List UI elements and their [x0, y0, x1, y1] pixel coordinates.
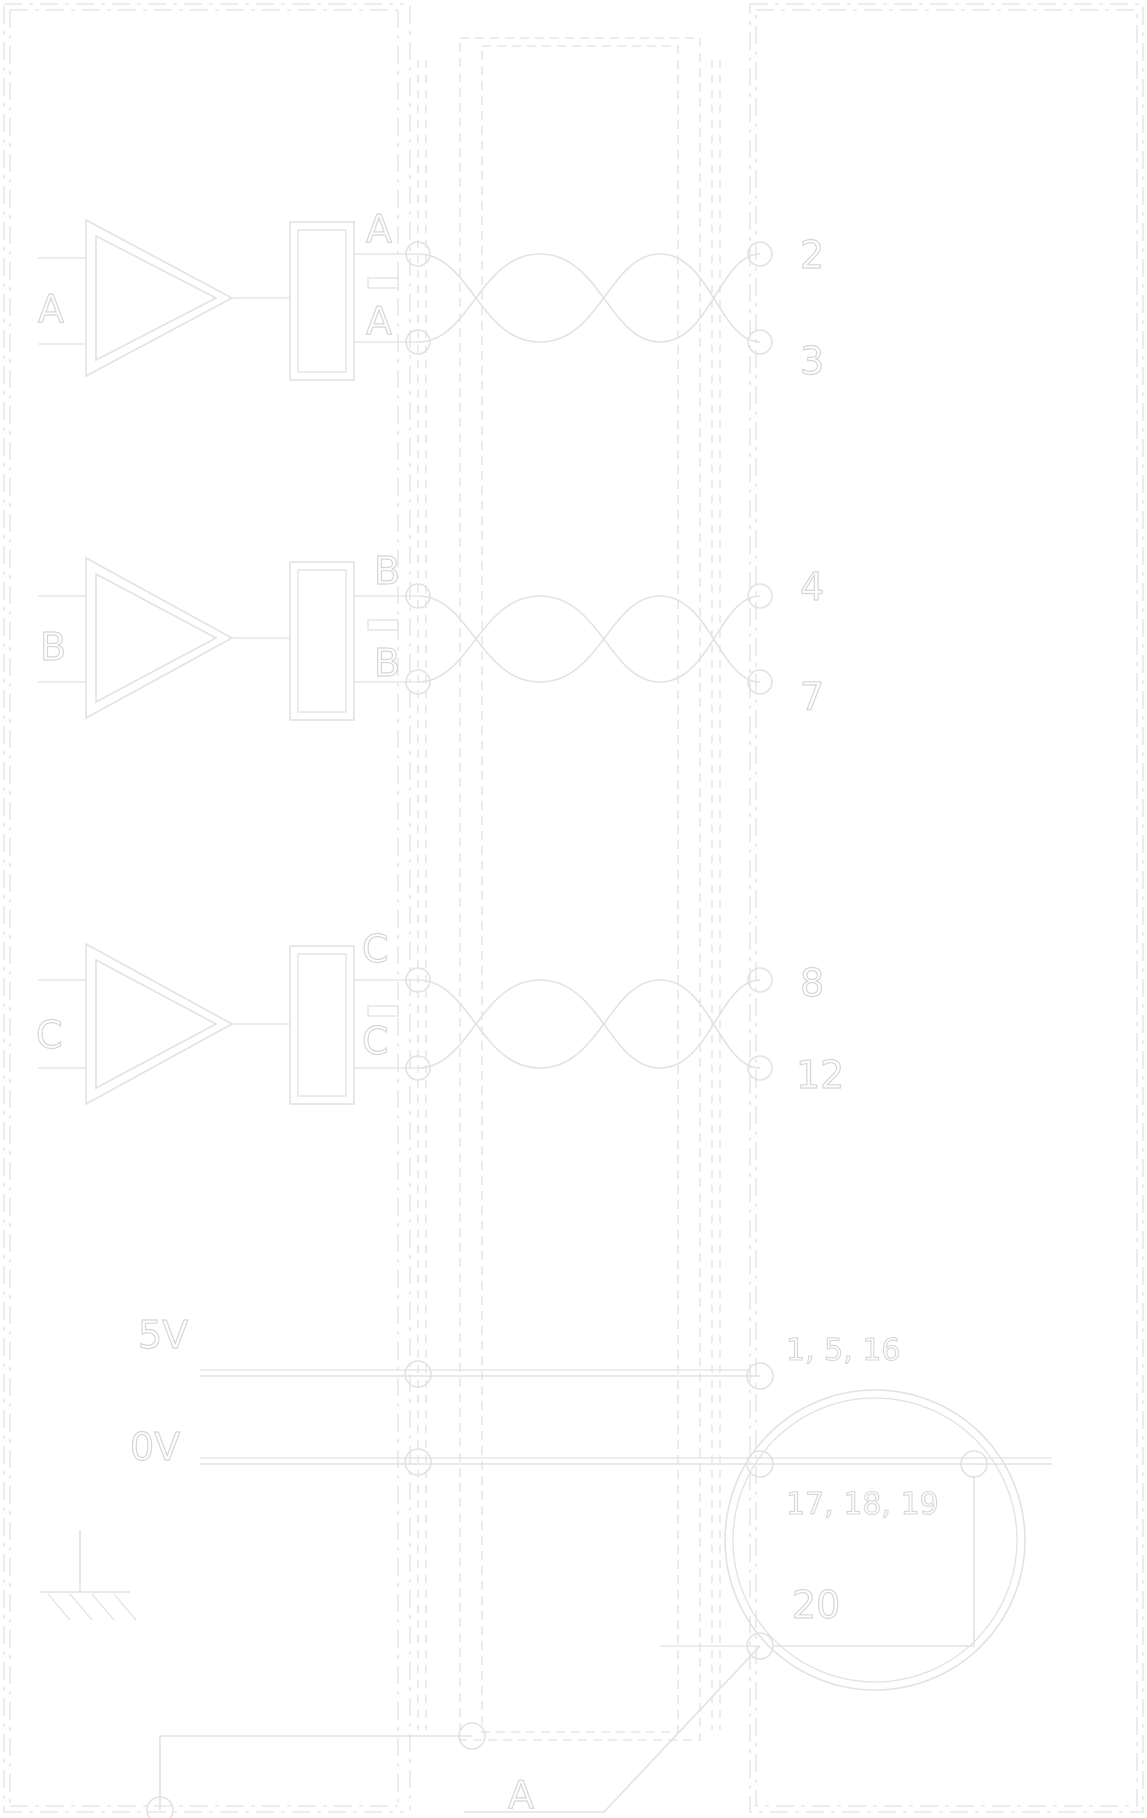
- detail-callout-circle: [724, 1389, 1026, 1691]
- line-driver-icon: [289, 561, 355, 721]
- right-enclosure-frame: [749, 3, 1144, 1813]
- terminal-icon: [746, 1362, 774, 1390]
- earth-ground-icon: [40, 1530, 137, 1621]
- invert-bar: [367, 619, 399, 631]
- buffer-amplifier-icon: [38, 942, 234, 1106]
- twisted-pair-icon: [417, 595, 761, 683]
- terminal-icon: [405, 583, 431, 609]
- pin-label-top: 8: [800, 961, 824, 1005]
- terminal-icon: [747, 329, 773, 355]
- terminal-icon: [747, 583, 773, 609]
- cable-shield: [417, 37, 721, 1741]
- pin-label-bottom: 7: [800, 675, 824, 719]
- terminal-icon: [404, 1448, 432, 1476]
- negative-output-label: C: [362, 1019, 389, 1063]
- terminal-icon: [746, 1632, 774, 1660]
- terminal-icon: [405, 1055, 431, 1081]
- terminal-icon: [405, 967, 431, 993]
- supply-rail: 5V 1, 5, 16: [137, 1312, 901, 1390]
- channel-a: A A A 2 3: [37, 206, 824, 383]
- ground-pins-label: 17, 18, 19: [786, 1487, 939, 1522]
- buffer-amplifier-icon: [38, 218, 234, 378]
- positive-output-label: A: [366, 207, 392, 251]
- line-driver-icon: [289, 221, 355, 381]
- terminal-icon: [746, 1450, 774, 1478]
- ground-rail: 0V 17, 18, 19: [129, 1424, 1052, 1523]
- line-driver-icon: [289, 945, 355, 1105]
- callout-leader: A: [464, 1645, 761, 1818]
- terminal-icon: [146, 1796, 174, 1818]
- driver-output-wires: [354, 253, 418, 343]
- driver-output-wires: [354, 979, 418, 1069]
- twisted-pair-icon: [417, 253, 761, 343]
- twisted-pair-icon: [417, 979, 761, 1069]
- ground-label: 0V: [130, 1425, 180, 1469]
- terminal-icon: [405, 669, 431, 695]
- invert-bar: [367, 277, 399, 289]
- input-label: B: [40, 625, 66, 669]
- pin-label-top: 2: [800, 233, 824, 277]
- negative-output-label: A: [366, 299, 392, 343]
- pin-label-bottom: 12: [796, 1053, 844, 1097]
- shield-pin-label: 20: [792, 1583, 840, 1627]
- terminal-icon: [458, 1722, 486, 1750]
- positive-output-label: B: [374, 549, 400, 593]
- channel-b: B B B 4 7: [38, 548, 825, 721]
- terminal-icon: [404, 1360, 432, 1388]
- driver-output-wires: [354, 595, 418, 683]
- terminal-icon: [747, 241, 773, 267]
- input-label: A: [38, 287, 64, 331]
- negative-output-label: B: [374, 641, 400, 685]
- terminal-icon: [747, 967, 773, 993]
- callout-label: A: [508, 1773, 534, 1817]
- input-label: C: [36, 1013, 63, 1057]
- shield-drain-connection: [146, 1722, 486, 1818]
- pin-label-bottom: 3: [800, 339, 824, 383]
- left-enclosure-frame: [3, 3, 411, 1813]
- buffer-amplifier-icon: [38, 556, 234, 720]
- terminal-icon: [405, 241, 431, 267]
- terminal-icon: [405, 329, 431, 355]
- positive-output-label: C: [362, 927, 389, 971]
- shield-ground-detail: 20: [660, 1389, 1026, 1691]
- invert-bar: [367, 1005, 399, 1017]
- terminal-icon: [747, 1055, 773, 1081]
- supply-label: 5V: [138, 1313, 188, 1357]
- pin-label-top: 4: [800, 565, 824, 609]
- terminal-icon: [747, 669, 773, 695]
- channel-c: C C C 8 12: [35, 926, 845, 1106]
- supply-pins-label: 1, 5, 16: [786, 1333, 901, 1368]
